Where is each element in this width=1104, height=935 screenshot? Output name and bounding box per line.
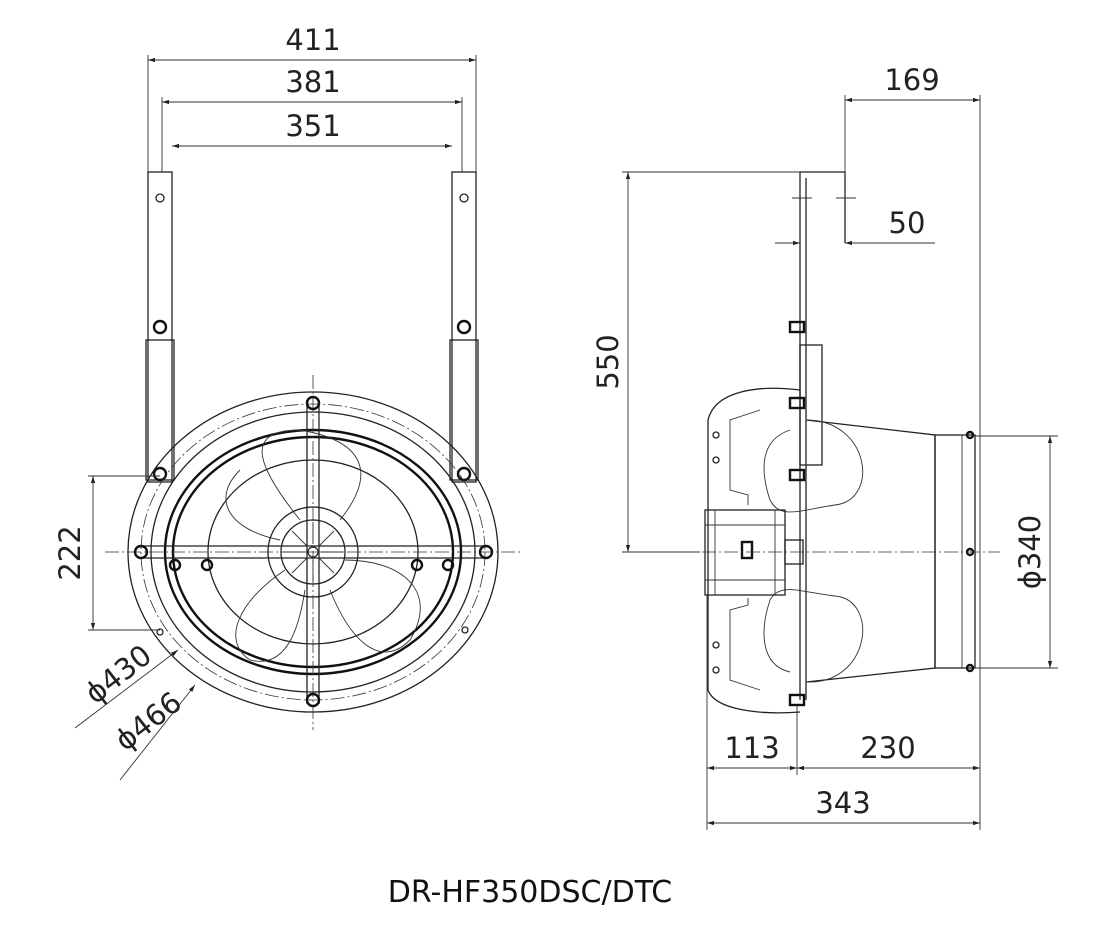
model-title: DR-HF350DSC/DTC xyxy=(388,875,672,910)
dim-169: 169 xyxy=(884,63,939,97)
front-view: 411 381 351 222 ϕ430 ϕ466 xyxy=(53,23,520,781)
duct-cone xyxy=(805,419,936,683)
dim-343: 343 xyxy=(815,786,870,820)
duct-cylinder xyxy=(934,434,976,669)
side-view: 169 50 550 ϕ340 113 230 343 xyxy=(591,63,1058,830)
dim-351: 351 xyxy=(285,109,340,143)
dim-550: 550 xyxy=(591,334,625,389)
dim-phi340: ϕ340 xyxy=(1013,515,1047,589)
left-bracket xyxy=(145,171,175,483)
hub-fins xyxy=(283,522,343,582)
housing-flange xyxy=(707,387,801,714)
dim-phi466: ϕ466 xyxy=(108,685,188,758)
motor xyxy=(704,509,786,596)
right-bracket xyxy=(449,171,479,483)
fan-blades xyxy=(225,429,421,662)
motor-hub xyxy=(267,506,359,598)
bolts xyxy=(133,395,494,708)
dim-113: 113 xyxy=(724,731,779,765)
dim-230: 230 xyxy=(860,731,915,765)
dim-50: 50 xyxy=(889,206,926,240)
dim-381: 381 xyxy=(285,65,340,99)
dim-411: 411 xyxy=(285,23,340,57)
dim-222: 222 xyxy=(53,525,87,580)
